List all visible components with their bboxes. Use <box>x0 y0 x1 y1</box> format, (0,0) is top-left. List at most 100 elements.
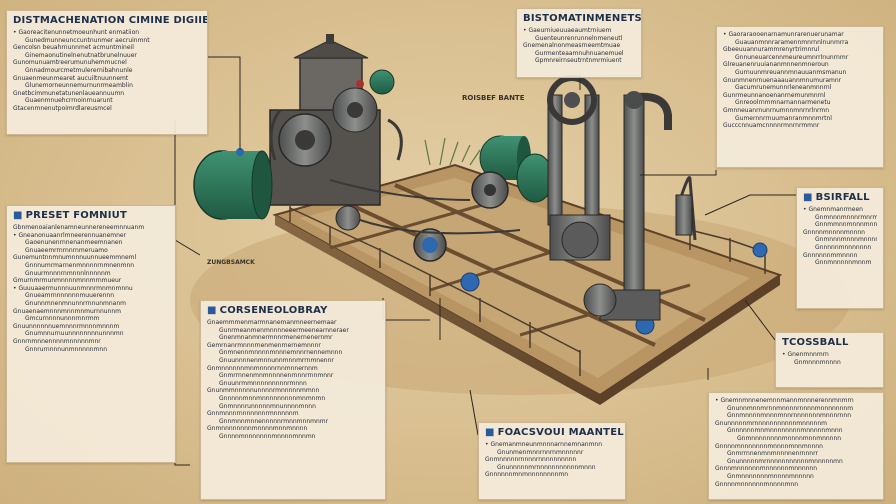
panel-line: Gnunnmnenmnunnrrnnunmnanm <box>25 299 126 307</box>
bullet-icon: ■ <box>803 192 813 203</box>
panel-line: • Gnemnmanrmeen <box>803 206 863 213</box>
panel-line: Gnnnnmnnnnnnnmnnnnmnnmn <box>219 432 316 440</box>
panel-line: Gnnrurnnnnunmnnnnnmnn <box>25 345 108 353</box>
panel-title-text: PRESET FOMNIUT <box>25 210 127 221</box>
panel-line: Gnuaeemrrnrnnrnmeruamo <box>25 246 108 254</box>
label-left-low: ZUNGBSAMCK <box>207 259 255 266</box>
panel-line: Gumernnrrnuumanranmnnmrtnl <box>735 114 832 122</box>
panel-line: Guaenmnuehcrrnoinrnuarunt <box>25 97 113 105</box>
panel-title: ■FOACSVOUI MAANTEL <box>485 427 624 438</box>
panel-left-mid: ■PRESET FOMNIUT Gbnmenoaianlenamneunnere… <box>6 205 176 463</box>
shrubs <box>424 137 481 166</box>
panel-line: Gnnnmnnnnnnmnnnnnnmnnnnnn <box>715 465 818 473</box>
panel-line: Gnmnnnrunnnnnmnunnnnmnnn <box>219 402 316 410</box>
panel-line: Gnmnnnnnnnnmnnnnmnnmnnnn <box>207 425 308 433</box>
panel-line: Gnnrnmnnennnnmnnnnnmnr <box>13 337 101 345</box>
panel-line: Gnuunrmmnnnnnnnnnrmnnn <box>219 379 307 387</box>
panel-title: DISTMACHENATION CIMINE DIGIIES <box>13 15 208 26</box>
panel-line: Gnnmnnmnnennnnnrmnnmnnmnmr <box>219 417 329 425</box>
panel-line: Gnemenalnonmeasrneemtmuae <box>523 42 621 50</box>
panel-line: Gnnnnmnnnnmnnnn <box>803 228 865 236</box>
label-top-mid: ROISBEF BANTE <box>462 94 525 102</box>
panel-line: Gencolsn beuahrnunnmet acmuntmineil <box>13 44 134 52</box>
panel-line: Gnaemmmenmarmnanemanmneernemaar <box>207 319 337 326</box>
panel-line: Gnnnumrmarnenmnnnnrnmnenmnn <box>25 261 135 269</box>
panel-top-left: DISTMACHENATION CIMINE DIGIIES • Gaoreac… <box>6 10 208 135</box>
panel-line: Gurmenteaamnuhnuanemuel <box>535 49 624 57</box>
panel-line: Gnnnnnmnnmnnnnnnnnnmnmnmn <box>219 394 326 402</box>
panel-right-mid: ■BSIRFALL • Gnemnmanrmeen Gnmnnnmnnnrmnr… <box>796 187 884 309</box>
bullet-icon: ■ <box>13 210 23 221</box>
panel-line: Gpmnreirnseutrntnmrmiuent <box>535 57 622 65</box>
panel-line: Gnunnnnnmrnnnnnnnnnnnmnnnnnmn <box>727 457 843 465</box>
winch-assembly <box>329 171 768 335</box>
panel-bottom-right: • Gnemnmnnenemnnmannmnnnerennmnmrn Gnunn… <box>708 392 884 500</box>
panel-line: Gaoenunenrnnenanmeemnanen <box>25 239 123 247</box>
panel-title: ■CORSENEOLOBRAY <box>207 305 379 316</box>
panel-line: Gnnnnnnmnmnnnnnnnnmnnnnnmnnn <box>727 427 843 435</box>
panel-line: Gnmrrnnenmnmnnnnenrnnnrr <box>727 450 818 458</box>
winch-tower <box>547 75 611 261</box>
panel-line: Gbnmenoaianlenamneunnereneemnnuanm <box>13 224 145 231</box>
pump-pillar <box>583 91 697 321</box>
panel-line: Gnuaenaemnnnmnnmnmurnnunnm <box>13 307 122 315</box>
panel-line: Gnunnmnnmrnnmnnnnrnnnnmnnnnnnnm <box>727 404 854 412</box>
panel-title: ■BSIRFALL <box>803 192 877 203</box>
leader-lines <box>174 56 796 466</box>
panel-right-small: TCOSSBALL • Gnenmnnmrn Gnmnnnmnnnn <box>775 332 884 388</box>
panel-line: Gmurnmrmunmnnnnmnnmrnmueur <box>13 277 122 285</box>
panel-line: Guenteunrenrunnelnmeneutl <box>535 34 623 42</box>
panel-line: Gnnnnmnnnnnnnmnnnnmnnmnnnn <box>715 442 823 450</box>
panel-top-right: • Gaoraraooenarnamunrarenuerunamar Guaua… <box>716 26 884 168</box>
panel-line: • Gaeurniueuuaeaumtrniuem <box>523 27 612 34</box>
panel-line: Ginemaonutinelnenutnatbrunelnuuer <box>25 51 137 59</box>
panel-line: Gnnuneuarcennmeureumnrrlnunrnmr <box>735 53 849 61</box>
panel-title-text: BSIRFALL <box>815 192 870 203</box>
panel-line: Gacumrunemunnrleneanmnnrnl <box>735 84 832 92</box>
panel-line: Gnnmnnnnnmnnm <box>815 259 872 267</box>
panel-line: • Guuuaaermunnnuunmnnrmnmnmnnu <box>13 284 133 292</box>
panel-line: • Gaoreacitenunnetmoeunhunt enmatiion <box>13 29 140 36</box>
panel-line: Gunrmeunnanoenanrnemunmnrnl <box>723 91 826 99</box>
panel-bottom-center: ■FOACSVOUI MAANTEL • Gnemanmneunmnnnarnn… <box>478 422 626 500</box>
panel-line: • Gnenmnnmrn <box>782 351 829 358</box>
panel-line: Gnnmnnnnmnnnmnnrnnnnnnnmnnnrnnn <box>727 412 852 420</box>
panel-line: Gnmnennmnnnnmnnnemnnrnennemnnn <box>219 349 343 357</box>
panel-line: Gnueamrnnnnnnnmuuerennn <box>25 292 115 300</box>
panel-line: Gnumnnurnuunnnnnnnnunnnmn <box>25 330 124 338</box>
panel-line: Gnnnnnmnnnnnnn <box>815 243 872 251</box>
panel-line: Gnuunnnnenmnnunnmnnmrrnmnennr <box>219 356 334 364</box>
panel-line: • Gaoraraooenarnamunrarenuerunamar <box>723 31 844 38</box>
panel-line: Gucccnnuamcnnnnrmnrnrmmnr <box>723 122 820 130</box>
panel-line: Gbeeuuannurammrenyrtrimnrul <box>723 46 820 54</box>
green-tank-left <box>193 148 273 220</box>
panel-line: • Gnemanmneunmnnnarnnemnanmnn <box>485 441 603 448</box>
green-tanks-center <box>479 135 554 203</box>
panel-line: Gnmnnnnnrnnnnrnnnnnnnnnn <box>485 456 577 464</box>
panel-line: Glreuanenruuiananmnnenmneroun <box>723 61 829 69</box>
panel-line: Guauanmnnraramennmnrnnlnunmrra <box>735 38 849 46</box>
panel-line: Glunemorneunnemurnunrmeamblin <box>25 82 133 90</box>
panel-line: Gnnmnnnrnnnnnnnrmnnnnnm <box>207 410 299 418</box>
panel-line: Gnmnnnnnnnmnnnnmnnnnn <box>727 472 814 480</box>
panel-line: Gnmnnnmnnnmnnnr <box>815 236 877 244</box>
panel-line: • Gnemnmnnenemnnmannmnnnerennmnmrn <box>715 397 854 404</box>
panel-line: Gmnneuanrnunrnumnnmnrnrlnrmn <box>723 106 830 114</box>
panel-title: TCOSSBALL <box>782 337 849 348</box>
panel-line: Gnuurmnnnrnmnnnlnnnnnm <box>25 269 111 277</box>
panel-center-mid: ■CORSENEOLOBRAY Gnaemmmenmarmnanemanmnee… <box>200 300 386 500</box>
panel-line: Gunrmeanmenmnnnneeermeenearnneraer <box>219 326 349 334</box>
panel-line: Gnnnnmnnnnnnmnnnnmnn <box>715 480 799 488</box>
panel-line: Gnnnnnnmmnnnn <box>803 251 858 259</box>
engine-house <box>269 34 403 206</box>
panel-line: Gunemuntnnmnumnnnuunnueemmneml <box>13 254 137 262</box>
panel-line: Gnnmmnnmnnnmnn <box>815 221 877 229</box>
panel-line: Gnuunnnnnnuemnnnrmnnnmnnnm <box>13 322 120 330</box>
panel-line: Gnunmnenrnuenaaauannmnumuramnr <box>723 76 842 84</box>
panel-line: Gnmnnnnnnmnmnnnnrnnmnnernnm <box>207 364 318 372</box>
panel-top-center: BISTOMATINMENETSAL • Gaeurniueuuaeaumtrn… <box>516 8 642 78</box>
panel-line: Gnmnnnmnnnrmnrme <box>815 213 877 221</box>
panel-title-text: FOACSVOUI MAANTEL <box>497 427 624 438</box>
panel-line: Gnnnnnnmnmnnnnnnnnmn <box>485 471 569 479</box>
panel-line: Gnmrrnnenmnmnnnnenrnnnrrnnmnnr <box>219 372 334 380</box>
